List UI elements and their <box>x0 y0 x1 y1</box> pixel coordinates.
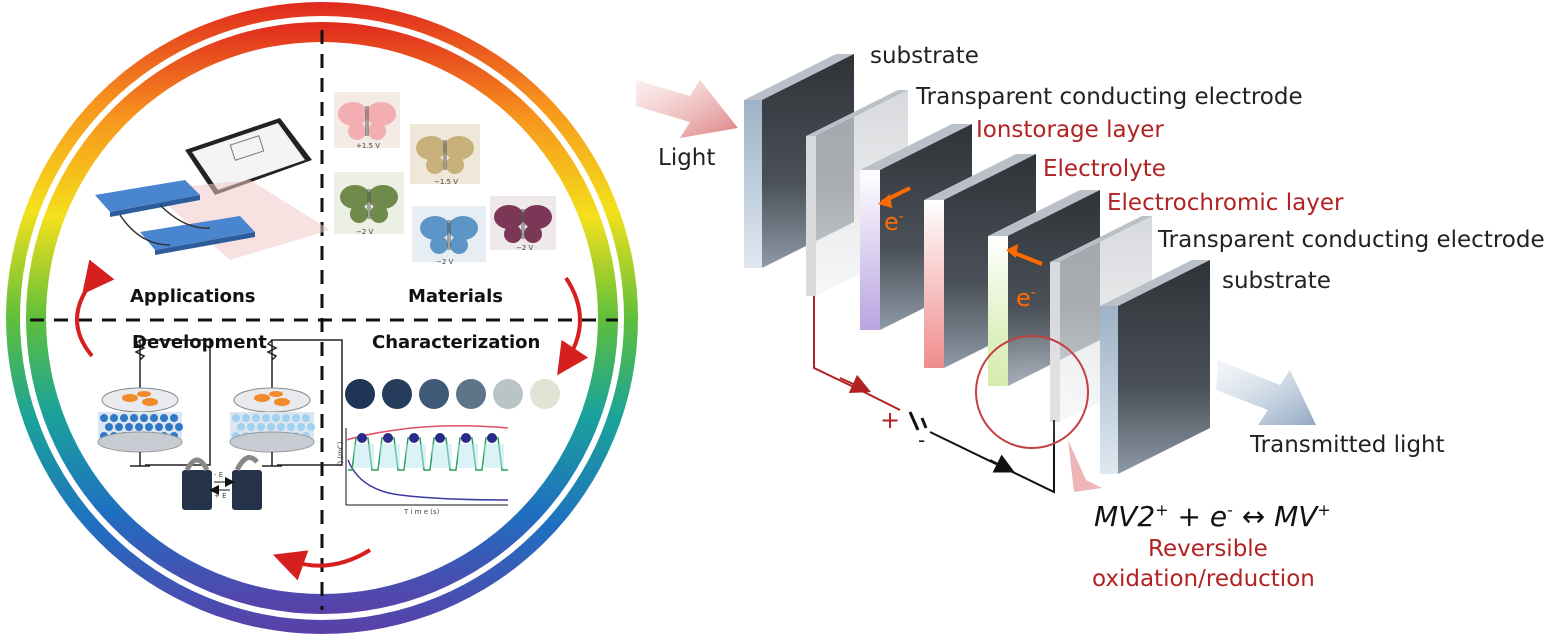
light-in-arrow <box>636 80 738 138</box>
electron-label-1: e- <box>884 208 904 236</box>
development-illustration <box>97 339 343 510</box>
light-in-label: Light <box>658 145 716 171</box>
reaction-caption-2: oxidation/reduction <box>1092 566 1315 592</box>
butterfly-label-1: +1.5 V <box>356 142 381 150</box>
ion-cell-2 <box>229 339 343 467</box>
switch-label-minus: - E <box>214 471 224 479</box>
lock-closed-icon <box>182 470 212 510</box>
overview-circle <box>6 2 638 634</box>
layer-label-tce-right: Transparent conducting electrode <box>1158 227 1545 253</box>
layer-panels <box>744 54 1210 474</box>
butterfly-2 <box>410 124 480 184</box>
redox-equation: MV2+ + e- ↔ MV+ <box>1094 500 1331 533</box>
butterfly-1 <box>334 92 400 148</box>
layer-label-electrochromic: Electrochromic layer <box>1107 190 1344 216</box>
layer-label-ion-storage: Ionstorage layer <box>976 117 1164 143</box>
zoom-pointer <box>1068 440 1102 492</box>
device-tiles <box>95 180 255 255</box>
plot-y-label: Q (mC) <box>336 441 345 467</box>
light-out-arrow <box>1216 360 1316 425</box>
electrochromic-stack <box>636 54 1316 494</box>
quadrant-label-applications: Applications <box>130 286 256 307</box>
battery-plate-short <box>920 417 928 429</box>
cycle-arrow-right <box>557 276 589 376</box>
disc-4 <box>456 379 486 409</box>
charge-plot <box>345 424 509 506</box>
cycle-arrow-bottom <box>272 548 372 581</box>
reaction-caption-1: Reversible <box>1148 536 1268 562</box>
cycle-arrow-left <box>75 259 115 358</box>
plot-x-label: T i m e (s) <box>404 508 440 516</box>
switch-label-plus: + E <box>214 492 227 500</box>
disc-5 <box>493 379 523 409</box>
battery-plate-long <box>908 411 920 431</box>
disc-3 <box>419 379 449 409</box>
butterfly-label-3: −2 V <box>356 228 374 236</box>
light-out-label: Transmitted light <box>1250 432 1445 458</box>
disc-6 <box>530 379 560 409</box>
color-discs <box>345 379 560 409</box>
butterfly-label-4: −2 V <box>436 258 454 266</box>
layer-label-substrate-left: substrate <box>870 43 979 69</box>
layer-label-substrate-right: substrate <box>1222 268 1331 294</box>
butterfly-4 <box>412 206 486 262</box>
layer-label-electrolyte: Electrolyte <box>1043 156 1166 182</box>
butterfly-label-5: −2 V <box>516 244 534 252</box>
electron-label-2: e- <box>1016 284 1036 312</box>
disc-2 <box>382 379 412 409</box>
disc-1 <box>345 379 375 409</box>
butterfly-label-2: −1.5 V <box>434 178 459 186</box>
ion-cell-1 <box>97 339 211 467</box>
butterfly-3 <box>334 172 404 234</box>
battery-minus: - <box>918 428 926 452</box>
lock-open-icon <box>232 470 262 510</box>
butterfly-samples <box>334 92 556 262</box>
quadrant-label-characterization: Characterization <box>372 332 541 353</box>
wire-red <box>813 296 901 411</box>
layer-label-tce-left: Transparent conducting electrode <box>916 84 1303 110</box>
butterfly-5 <box>490 196 556 250</box>
quadrant-label-development: Development <box>132 332 267 353</box>
panel-substrate-right <box>1100 260 1210 474</box>
quadrant-label-materials: Materials <box>408 286 503 307</box>
zoom-lens <box>975 335 1089 449</box>
battery-plus: + <box>880 406 901 434</box>
